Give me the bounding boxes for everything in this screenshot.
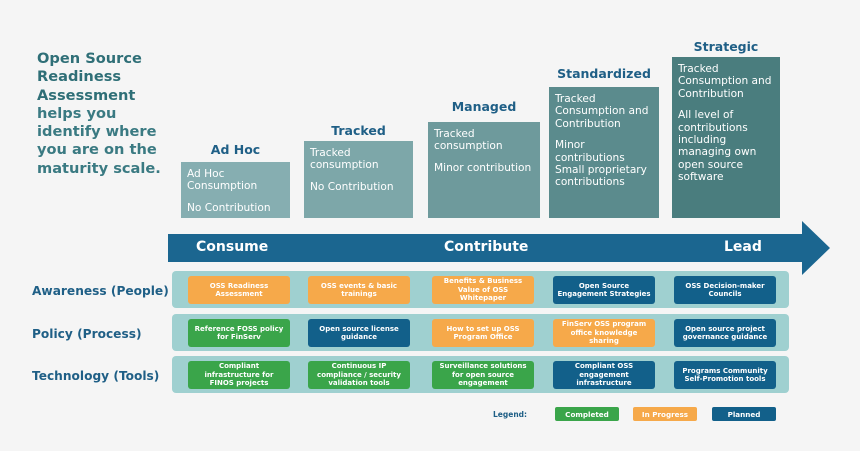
initiative-cell-in-progress: How to set up OSS Program Office <box>432 319 534 347</box>
level-line: No Contribution <box>187 201 271 214</box>
initiative-cell-planned: Open Source Engagement Strategies <box>553 276 655 304</box>
level-line: All level of contributions including man… <box>678 109 757 184</box>
initiative-cell-planned: Open source license guidance <box>308 319 410 347</box>
level-line: Minor contributions Small proprietary co… <box>555 139 647 189</box>
arrow-shape <box>168 221 830 275</box>
row-label: Technology (Tools) <box>32 369 160 383</box>
intro-rest: helps you identify where you are on the … <box>37 104 161 177</box>
arrow-label-consume: Consume <box>196 239 269 255</box>
initiative-cell-planned: Open source project governance guidance <box>674 319 776 347</box>
level-line: Ad Hoc Consumption <box>187 168 258 193</box>
initiative-cell-completed: Reference FOSS policy for FinServ <box>188 319 290 347</box>
level-line: Tracked consumption <box>310 147 379 172</box>
initiative-cell-in-progress: Benefits & Business Value of OSS Whitepa… <box>432 276 534 304</box>
initiative-cell-planned: Programs Community Self-Promotion tools <box>674 361 776 389</box>
initiative-cell-in-progress: OSS Readiness Assessment <box>188 276 290 304</box>
level-title-managed: Managed <box>451 99 517 114</box>
legend-chip-in-progress: In Progress <box>633 407 697 421</box>
arrow-label-contribute: Contribute <box>444 239 529 255</box>
level-title-standardized: Standardized <box>557 66 651 81</box>
row-label: Policy (Process) <box>32 327 142 341</box>
initiative-cell-completed: Continuous IP compliance / security vali… <box>308 361 410 389</box>
level-title-tracked: Tracked <box>331 123 386 138</box>
initiative-cell-in-progress: OSS events & basic trainings <box>308 276 410 304</box>
maturity-arrow <box>168 221 830 275</box>
level-line: Minor contribution <box>434 161 532 174</box>
level-title-strategic: Strategic <box>693 39 759 54</box>
level-line: No Contribution <box>310 180 394 193</box>
level-line: Tracked consumption <box>434 128 503 153</box>
legend-chip-planned: Planned <box>712 407 776 421</box>
initiative-cell-completed: Surveillance solutions for open source e… <box>432 361 534 389</box>
initiative-cell-completed: Compliant infrastructure for FINOS proje… <box>188 361 290 389</box>
level-line: Tracked Consumption and Contribution <box>678 63 772 100</box>
level-box-ad-hoc: Ad Hoc Consumption No Contribution <box>181 162 290 218</box>
arrow-label-lead: Lead <box>724 239 762 255</box>
legend-chip-completed: Completed <box>555 407 619 421</box>
intro-bold: Open Source Readiness Assessment <box>37 50 142 104</box>
initiative-cell-planned: Compliant OSS engagement infrastructure <box>553 361 655 389</box>
legend-label: Legend: <box>493 410 528 419</box>
row-label: Awareness (People) <box>32 284 169 298</box>
initiative-cell-planned: OSS Decision-maker Councils <box>674 276 776 304</box>
level-title-ad-hoc: Ad Hoc <box>210 142 261 157</box>
level-line: Tracked Consumption and Contribution <box>555 93 649 130</box>
initiative-cell-in-progress: FinServ OSS program office knowledge sha… <box>553 319 655 347</box>
intro-text: Open Source Readiness Assessment helps y… <box>37 50 162 178</box>
level-box-tracked: Tracked consumption No Contribution <box>304 141 413 218</box>
